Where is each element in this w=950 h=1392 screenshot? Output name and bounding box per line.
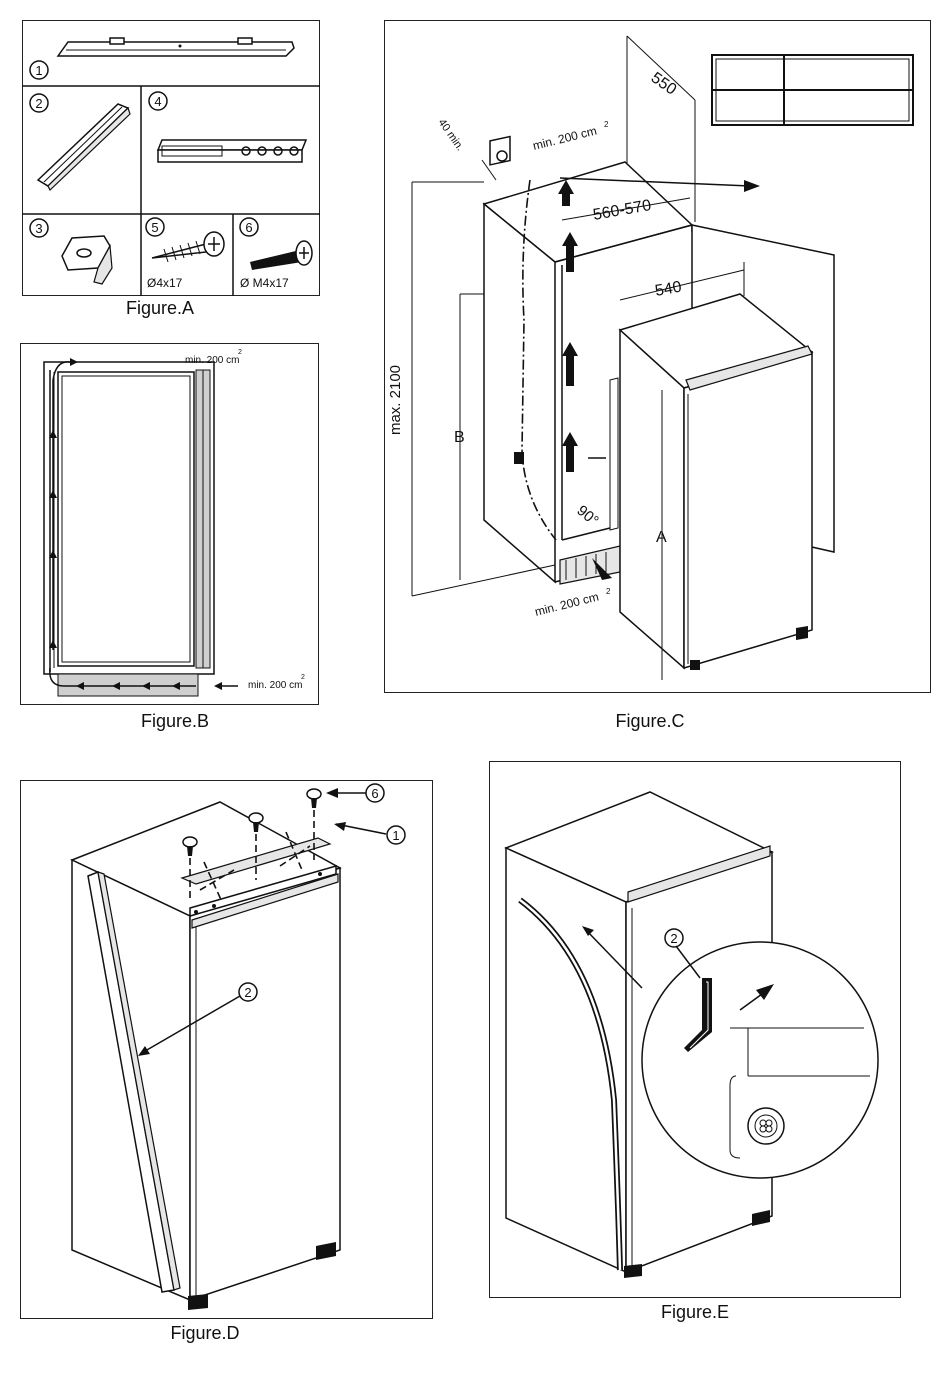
svg-text:2: 2 [670, 931, 677, 946]
detail-magnifier [642, 942, 878, 1178]
figure-e-caption: Figure.E [635, 1302, 755, 1323]
